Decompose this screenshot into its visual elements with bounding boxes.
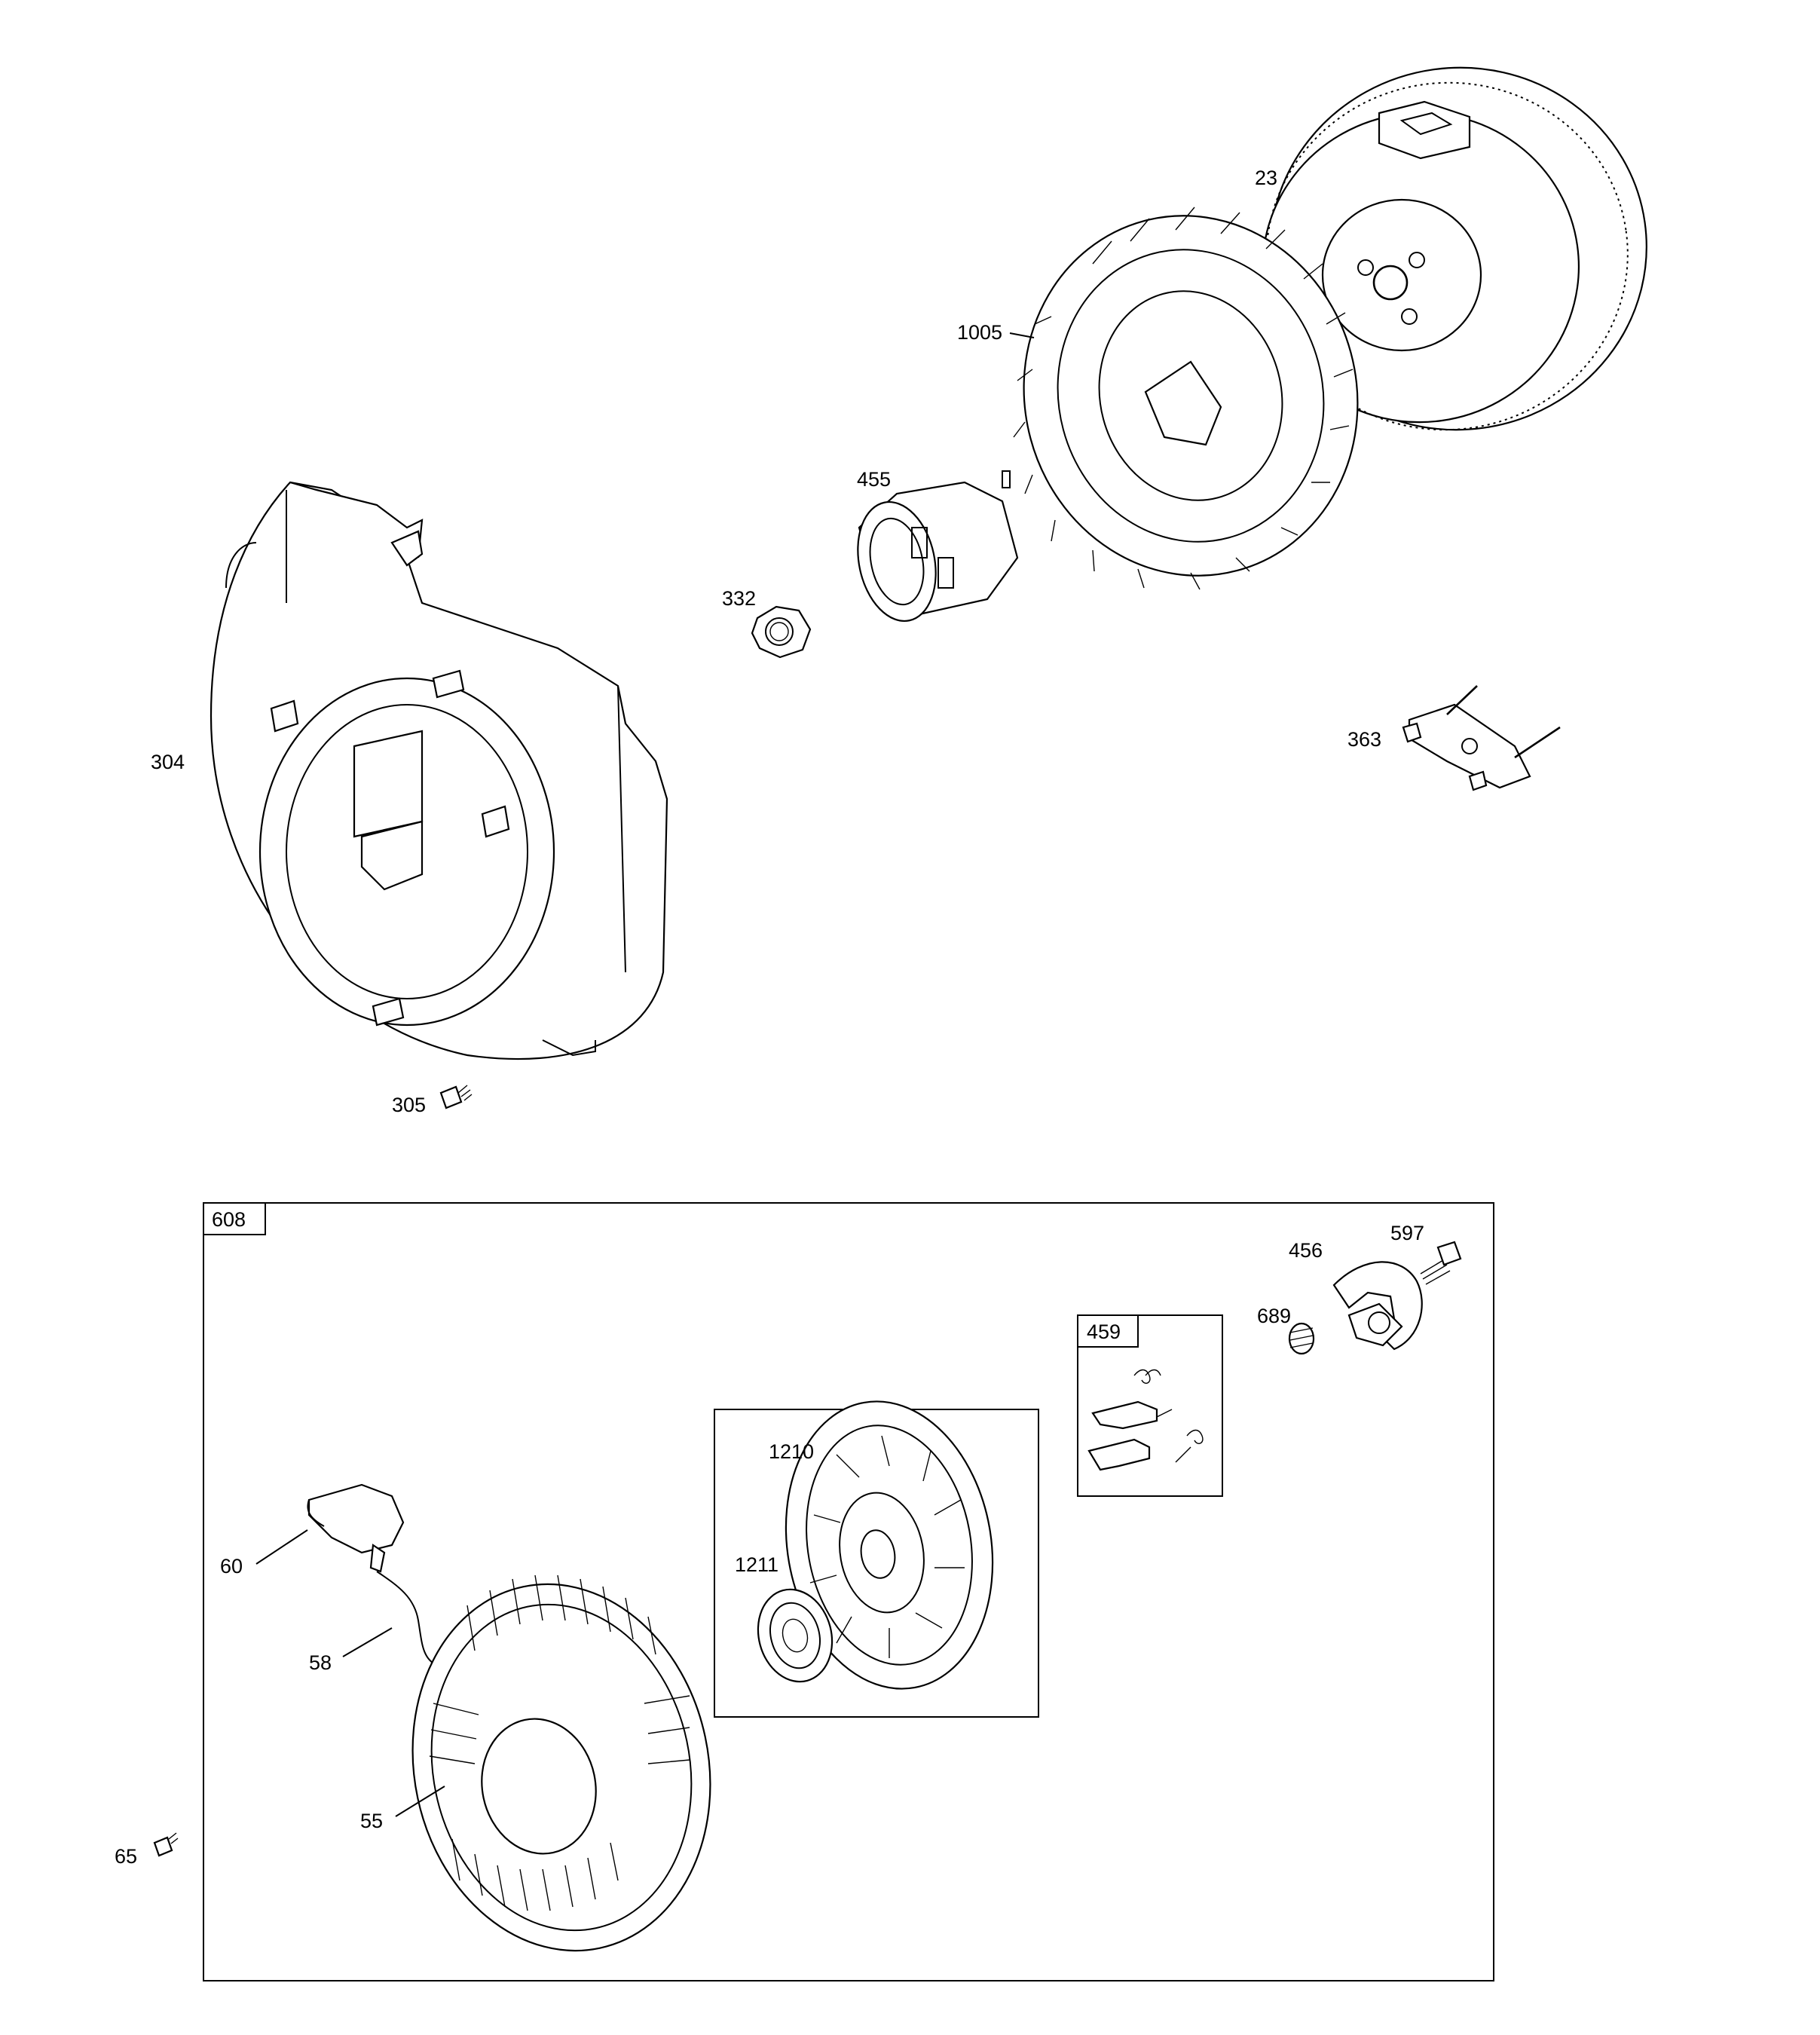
callout-689: 689 xyxy=(1257,1305,1291,1327)
callout-597: 597 xyxy=(1390,1222,1424,1244)
callout-305: 305 xyxy=(392,1094,426,1116)
pulley-part-1210[interactable] xyxy=(764,1385,1015,1705)
screw-part-305[interactable] xyxy=(439,1085,473,1109)
callout-label-305: 305 xyxy=(392,1094,426,1116)
callout-label-363: 363 xyxy=(1347,728,1381,751)
callout-label-1210: 1210 xyxy=(769,1440,814,1463)
callout-363: 363 xyxy=(1347,728,1381,751)
callout-1210: 1210 xyxy=(769,1440,814,1463)
bracket-part-363[interactable] xyxy=(1402,685,1561,791)
callout-label-55: 55 xyxy=(360,1810,383,1832)
callout-label-455: 455 xyxy=(857,468,891,491)
pawl-springs-kit-459[interactable] xyxy=(1087,1369,1204,1471)
kit-608-frame: 608 xyxy=(203,1202,1494,1981)
callout-60: 60 xyxy=(220,1529,308,1578)
callout-label-65: 65 xyxy=(115,1845,137,1868)
kit-label-608: 608 xyxy=(212,1208,246,1231)
spring-part-689[interactable] xyxy=(1288,1322,1315,1355)
callout-label-58: 58 xyxy=(309,1651,332,1674)
kit-459-frame: 459 xyxy=(1077,1314,1223,1497)
callout-58: 58 xyxy=(309,1627,393,1674)
callout-label-332: 332 xyxy=(722,587,756,610)
callout-label-597: 597 xyxy=(1390,1222,1424,1244)
rope-part-58[interactable] xyxy=(376,1571,438,1666)
callout-label-60: 60 xyxy=(220,1555,243,1578)
starter-housing-part-55[interactable] xyxy=(379,1556,743,1978)
retainer-part-456[interactable] xyxy=(1332,1261,1423,1351)
callout-1005: 1005 xyxy=(957,321,1035,344)
callout-label-304: 304 xyxy=(151,751,185,773)
callout-label-1211: 1211 xyxy=(735,1553,778,1576)
callout-55: 55 xyxy=(360,1786,445,1832)
callout-label-689: 689 xyxy=(1257,1305,1291,1327)
callout-label-23: 23 xyxy=(1255,167,1277,189)
callout-65: 65 xyxy=(115,1845,137,1868)
starter-cup-part-455[interactable] xyxy=(847,470,1019,629)
callout-455: 455 xyxy=(857,468,891,491)
callout-label-1005: 1005 xyxy=(957,321,1002,344)
screw-part-597[interactable] xyxy=(1420,1241,1462,1285)
kit-label-459: 459 xyxy=(1087,1320,1121,1343)
spring-part-1211[interactable] xyxy=(748,1581,843,1691)
handle-part-60[interactable] xyxy=(307,1483,405,1573)
fan-part-1005[interactable] xyxy=(983,178,1397,614)
screw-part-65[interactable] xyxy=(153,1832,179,1857)
callout-1211: 1211 xyxy=(735,1553,778,1576)
callout-304: 304 xyxy=(151,751,185,773)
callout-332: 332 xyxy=(722,587,756,610)
blower-housing-part-304[interactable] xyxy=(210,481,668,1060)
callout-456: 456 xyxy=(1289,1239,1323,1262)
callout-23: 23 xyxy=(1255,167,1277,189)
nut-part-332[interactable] xyxy=(751,605,812,659)
callout-label-456: 456 xyxy=(1289,1239,1323,1262)
